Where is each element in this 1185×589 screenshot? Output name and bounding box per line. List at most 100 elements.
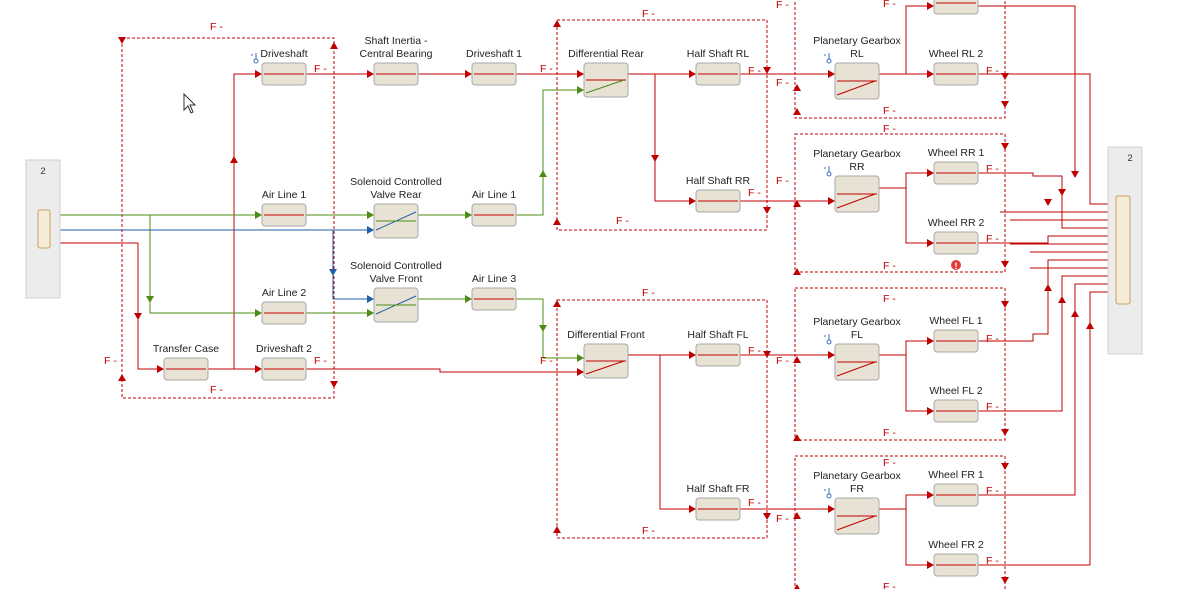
f-minus-label: F - <box>986 401 999 413</box>
arrow-icon <box>367 226 374 234</box>
block-layer: ! <box>163 0 979 577</box>
arrow-icon <box>927 337 934 345</box>
arrow-icon <box>553 20 561 27</box>
input-port[interactable]: 2 <box>25 159 61 299</box>
arrow-icon <box>118 37 126 44</box>
arrow-icon <box>794 584 800 589</box>
wheel-rr-1-label: Wheel RR 1 <box>928 147 985 159</box>
arrow-icon <box>793 108 801 115</box>
input-port-label: 2 <box>40 166 45 177</box>
air-line-1a-label: Air Line 1 <box>262 189 307 201</box>
f-minus-label: F - <box>883 105 896 117</box>
arrow-icon <box>1001 301 1009 308</box>
arrow-icon <box>828 351 835 359</box>
wire <box>332 230 374 300</box>
arrow-icon <box>1001 143 1009 150</box>
wire <box>905 355 934 412</box>
arrow-icon <box>255 211 262 219</box>
air-line-2-block[interactable] <box>261 301 307 325</box>
arrow-icon <box>689 70 696 78</box>
arrow-icon <box>553 526 561 533</box>
air-line-1a-block[interactable] <box>261 203 307 227</box>
half-shaft-fl-block[interactable] <box>695 343 741 367</box>
differential-rear-label: Differential Rear <box>568 48 644 60</box>
shaft-inertia-block[interactable] <box>373 62 419 86</box>
thermo-icon <box>824 166 832 177</box>
arrow-icon <box>828 197 835 205</box>
wheel-fl-1-block[interactable] <box>933 329 979 353</box>
driveshaft-2-label: Driveshaft 2 <box>256 343 312 355</box>
f-minus-label: F - <box>210 21 223 33</box>
f-minus-label: F - <box>986 555 999 567</box>
arrow-icon <box>1001 73 1009 80</box>
differential-rear-block[interactable] <box>583 62 629 98</box>
air-line-3-block[interactable] <box>471 287 517 311</box>
wire <box>879 494 934 510</box>
arrow-icon <box>330 381 338 388</box>
driveshaft-1-block[interactable] <box>471 62 517 86</box>
f-minus-label: F - <box>986 233 999 245</box>
wheel-rr-2-block[interactable]: ! <box>933 231 979 271</box>
arrow-icon <box>1001 577 1009 584</box>
arrow-icon <box>577 354 584 362</box>
planetary-gearbox-rr-block[interactable] <box>824 166 880 213</box>
arrow-icon <box>577 368 584 376</box>
transfer-case-block[interactable] <box>163 357 209 381</box>
arrow-icon <box>793 434 801 441</box>
air-line-1b-block[interactable] <box>471 203 517 227</box>
error-icon[interactable]: ! <box>951 260 961 271</box>
shaft-inertia-label: Shaft Inertia - <box>364 35 428 47</box>
wheel-rl-1-block[interactable] <box>933 0 979 15</box>
wheel-rl-2-block[interactable] <box>933 62 979 86</box>
air-line-1b-label: Air Line 1 <box>472 189 517 201</box>
arrow-icon <box>793 356 801 363</box>
driveshaft-block[interactable] <box>251 53 307 86</box>
f-minus-label: F - <box>883 123 896 135</box>
dashed-group-3 <box>794 0 1006 119</box>
dashed-group-5 <box>794 287 1006 441</box>
planetary-gearbox-fl-block[interactable] <box>824 334 880 381</box>
arrow-icon <box>1001 261 1009 268</box>
wheel-fl-2-block[interactable] <box>933 399 979 423</box>
arrow-icon <box>255 70 262 78</box>
arrow-icon <box>329 269 337 276</box>
solenoid-valve-rear-block[interactable] <box>373 203 419 239</box>
arrow-icon <box>927 70 934 78</box>
wheel-fr-2-label: Wheel FR 2 <box>928 539 984 551</box>
arrow-icon <box>577 70 584 78</box>
arrow-icon <box>465 70 472 78</box>
arrow-icon <box>577 86 584 94</box>
planetary-gearbox-rl-block[interactable] <box>824 53 880 100</box>
f-minus-label: F - <box>748 497 761 509</box>
arrow-icon <box>1044 284 1052 291</box>
wheel-fr-1-block[interactable] <box>933 483 979 507</box>
arrow-icon <box>118 374 126 381</box>
planetary-gearbox-fr-block[interactable] <box>824 488 880 535</box>
f-minus-label: F - <box>883 260 896 272</box>
arrow-icon <box>927 561 934 569</box>
wheel-fl-2-label: Wheel FL 2 <box>929 385 982 397</box>
thermo-icon <box>824 53 832 64</box>
half-shaft-fr-block[interactable] <box>695 497 741 521</box>
solenoid-valve-rear-label: Solenoid Controlled <box>350 176 442 188</box>
wheel-fr-2-block[interactable] <box>933 553 979 577</box>
arrow-icon <box>763 67 771 74</box>
solenoid-valve-front-block[interactable] <box>373 287 419 323</box>
port-layer: 22 <box>25 146 1143 355</box>
arrow-icon <box>689 197 696 205</box>
arrow-icon <box>157 365 164 373</box>
half-shaft-rr-block[interactable] <box>695 189 741 213</box>
planetary-gearbox-rl-label: RL <box>850 48 864 60</box>
arrow-icon <box>1071 310 1079 317</box>
output-port[interactable]: 2 <box>1107 146 1143 355</box>
f-minus-label: F - <box>748 187 761 199</box>
half-shaft-rl-block[interactable] <box>695 62 741 86</box>
differential-front-block[interactable] <box>583 343 629 379</box>
arrow-icon <box>367 211 374 219</box>
arrow-icon <box>1001 101 1009 108</box>
wheel-rr-1-block[interactable] <box>933 161 979 185</box>
planetary-gearbox-fl-label: FL <box>851 329 863 341</box>
driveshaft-2-block[interactable] <box>261 357 307 381</box>
arrow-icon <box>1071 171 1079 178</box>
arrow-icon <box>927 169 934 177</box>
